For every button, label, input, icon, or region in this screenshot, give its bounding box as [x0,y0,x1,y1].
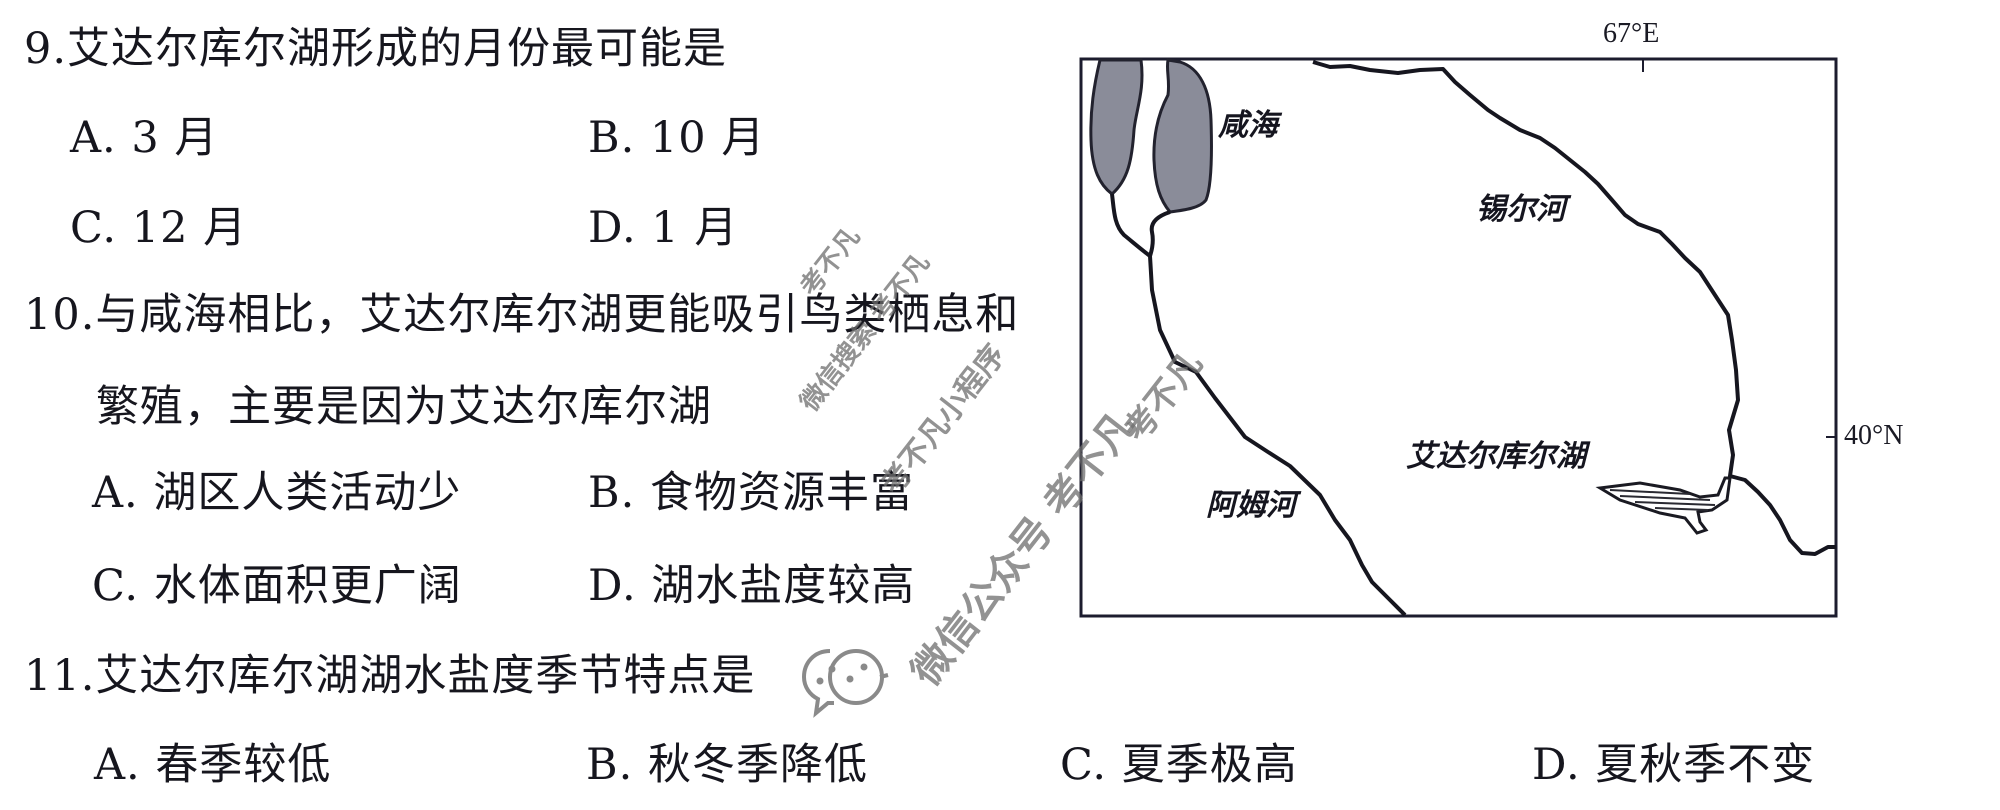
q10-option-b[interactable]: B. 食物资源丰富 [588,468,914,518]
q10-option-c[interactable]: C. 水体面积更广阔 [92,561,462,611]
q10-option-a[interactable]: A. 湖区人类活动少 [92,468,461,518]
longitude-label: 67°E [1603,18,1660,49]
q9-option-c[interactable]: C. 12 月 [70,203,247,253]
syr-darya-label: 锡尔河 [1476,192,1566,227]
option-text: 3 月 [131,113,219,163]
option-text: 湖区人类活动少 [153,468,462,518]
option-text: 12 月 [131,203,248,253]
option-label: B. [586,740,634,790]
option-label: C. [92,561,140,611]
option-label: D. [588,203,637,253]
option-label: A. [92,468,139,518]
option-text: 1 月 [651,203,739,253]
option-text: 10 月 [649,113,766,163]
option-label: A. [70,113,117,163]
option-text: 夏秋季不变 [1595,740,1816,790]
q11-option-b[interactable]: B. 秋冬季降低 [586,740,868,790]
option-text: 夏季极高 [1121,740,1298,790]
amu-darya-river [1110,193,1407,617]
option-text: 水体面积更广阔 [153,561,462,611]
option-label: D. [1532,740,1581,790]
question-10-stem-continued: 繁殖，主要是因为艾达尔库尔湖 [96,382,712,432]
aydar-lake-hatching [1609,489,1716,511]
question-10-stem: 10.与咸海相比，艾达尔库尔湖更能吸引鸟类栖息和 [24,290,1019,340]
option-label: B. [588,113,636,163]
q9-option-a[interactable]: A. 3 月 [70,113,218,163]
question-text: 与咸海相比，艾达尔库尔湖更能吸引鸟类栖息和 [95,290,1020,340]
aral-sea-east-lake [1152,58,1213,214]
question-number: 9. [24,24,68,74]
question-text: 艾达尔库尔湖湖水盐度季节特点是 [95,651,756,701]
option-text: 秋冬季降低 [647,740,868,790]
option-text: 食物资源丰富 [649,468,914,518]
aral-sea-west-lake [1089,58,1144,196]
question-number: 11. [24,651,96,701]
option-label: D. [588,561,637,611]
wechat-icon [801,649,889,718]
option-label: B. [588,468,636,518]
q11-option-d[interactable]: D. 夏秋季不变 [1532,740,1815,790]
option-text: 湖水盐度较高 [651,561,916,611]
question-number: 10. [24,290,96,340]
map-frame [1079,57,1838,618]
question-9-stem: 9.艾达尔库尔湖形成的月份最可能是 [24,24,727,74]
syr-darya-river [1312,60,1836,556]
q9-option-b[interactable]: B. 10 月 [588,113,765,163]
option-text: 春季较低 [155,740,332,790]
question-11-stem: 11.艾达尔库尔湖湖水盐度季节特点是 [24,651,755,701]
q11-option-a[interactable]: A. 春季较低 [94,740,331,790]
q10-option-d[interactable]: D. 湖水盐度较高 [588,561,915,611]
q9-option-d[interactable]: D. 1 月 [588,203,738,253]
aydar-lake-label: 艾达尔库尔湖 [1406,439,1586,474]
question-text: 繁殖，主要是因为艾达尔库尔湖 [96,382,712,432]
option-label: C. [70,203,118,253]
option-label: C. [1060,740,1108,790]
question-text: 艾达尔库尔湖形成的月份最可能是 [67,24,728,74]
aral-sea-label: 咸海 [1218,108,1278,143]
latitude-label: 40°N [1844,420,1904,451]
q11-option-c[interactable]: C. 夏季极高 [1060,740,1298,790]
option-label: A. [94,740,141,790]
amu-darya-label: 阿姆河 [1206,488,1296,523]
